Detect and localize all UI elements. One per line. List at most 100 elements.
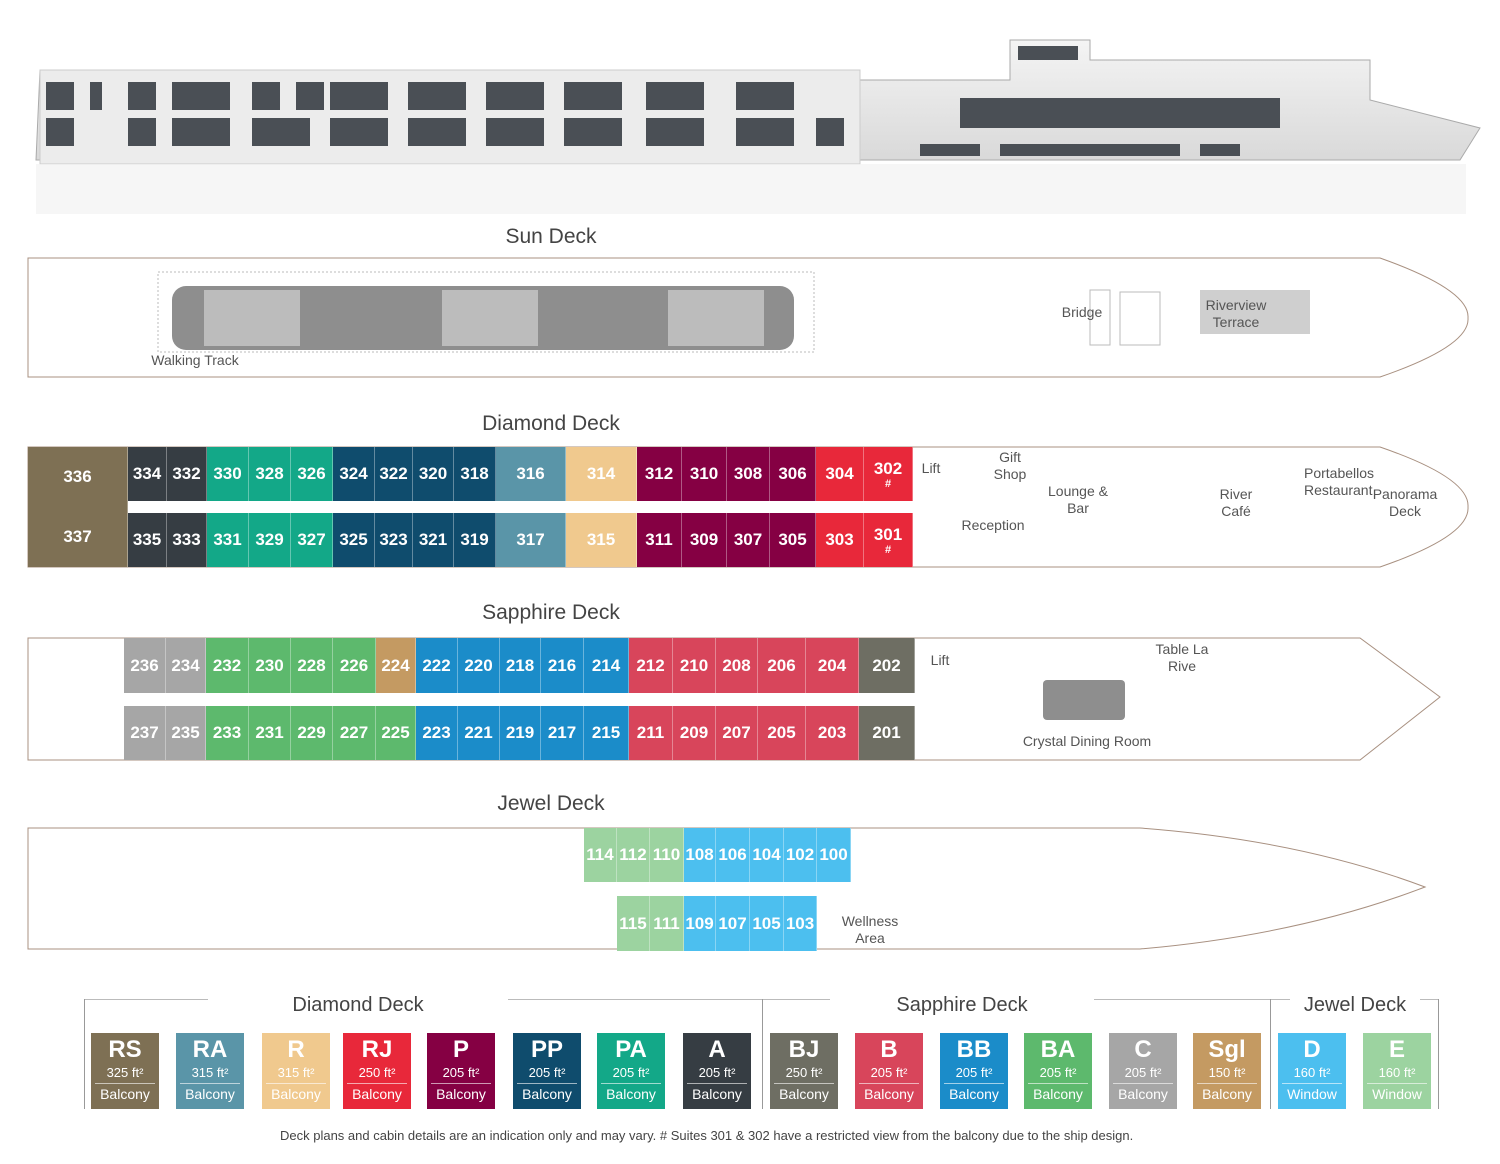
cabin-203[interactable]: 203 (806, 706, 859, 760)
cabin-235[interactable]: 235 (166, 706, 206, 760)
cabin-227[interactable]: 227 (333, 706, 376, 760)
cabin-231[interactable]: 231 (249, 706, 291, 760)
cabin-204[interactable]: 204 (806, 638, 859, 693)
cabin-305[interactable]: 305 (770, 513, 816, 567)
cabin-214[interactable]: 214 (584, 638, 629, 693)
cabin-309[interactable]: 309 (682, 513, 727, 567)
cabin-236[interactable]: 236 (124, 638, 166, 693)
cabin-304[interactable]: 304 (816, 447, 864, 501)
cabin-221[interactable]: 221 (458, 706, 500, 760)
cabin-112[interactable]: 112 (617, 828, 650, 882)
legend-size: 315 ft² (277, 1065, 315, 1080)
cabin-102[interactable]: 102 (784, 828, 817, 882)
legend-size: 205 ft² (870, 1065, 908, 1080)
cabin-202[interactable]: 202 (859, 638, 915, 693)
cabin-number: 106 (718, 845, 747, 864)
cabin-303[interactable]: 303 (816, 513, 864, 567)
cabin-106[interactable]: 106 (716, 828, 750, 882)
cabin-229[interactable]: 229 (291, 706, 333, 760)
cabin-226[interactable]: 226 (333, 638, 376, 693)
cabin-216[interactable]: 216 (541, 638, 584, 693)
cabin-219[interactable]: 219 (500, 706, 541, 760)
cabin-308[interactable]: 308 (727, 447, 770, 501)
cabin-330[interactable]: 330 (207, 447, 249, 501)
cabin-223[interactable]: 223 (416, 706, 458, 760)
cabin-331[interactable]: 331 (207, 513, 249, 567)
cabin-324[interactable]: 324 (333, 447, 375, 501)
legend-code: PA (615, 1036, 647, 1063)
cabin-315[interactable]: 315 (566, 513, 637, 567)
cabin-301[interactable]: 301# (864, 513, 913, 567)
cabin-307[interactable]: 307 (727, 513, 770, 567)
cabin-234[interactable]: 234 (166, 638, 206, 693)
cabin-314[interactable]: 314 (566, 447, 637, 501)
cabin-109[interactable]: 109 (684, 896, 716, 951)
cabin-111[interactable]: 111 (650, 896, 684, 951)
cabin-217[interactable]: 217 (541, 706, 584, 760)
cabin-114[interactable]: 114 (584, 828, 617, 882)
panorama-deck-label: Panorama Deck (1372, 486, 1438, 519)
cabin-312[interactable]: 312 (637, 447, 682, 501)
cabin-104[interactable]: 104 (750, 828, 784, 882)
cabin-100[interactable]: 100 (817, 828, 851, 882)
cabin-108[interactable]: 108 (684, 828, 716, 882)
cabin-232[interactable]: 232 (206, 638, 249, 693)
cabin-103[interactable]: 103 (784, 896, 817, 951)
cabin-206[interactable]: 206 (758, 638, 806, 693)
cabin-323[interactable]: 323 (375, 513, 413, 567)
cabin-326[interactable]: 326 (291, 447, 333, 501)
walking-track-label: Walking Track (151, 352, 239, 368)
legend-type: Window (1367, 1083, 1427, 1103)
cabin-334[interactable]: 334 (128, 447, 167, 501)
cabin-201[interactable]: 201 (859, 706, 915, 760)
cabin-208[interactable]: 208 (716, 638, 758, 693)
cabin-107[interactable]: 107 (716, 896, 750, 951)
cabin-212[interactable]: 212 (629, 638, 673, 693)
cabin-number: 232 (212, 655, 242, 675)
lounge-bar-label: Lounge & Bar (1048, 483, 1108, 516)
cabin-number: 219 (505, 723, 535, 742)
cabin-310[interactable]: 310 (682, 447, 727, 501)
cabin-210[interactable]: 210 (673, 638, 716, 693)
cabin-233[interactable]: 233 (206, 706, 249, 760)
cabin-302[interactable]: 302# (864, 447, 913, 501)
cabin-225[interactable]: 225 (376, 706, 416, 760)
cabin-105[interactable]: 105 (750, 896, 784, 951)
cabin-209[interactable]: 209 (673, 706, 716, 760)
cabin-332[interactable]: 332 (167, 447, 207, 501)
cabin-318[interactable]: 318 (454, 447, 496, 501)
cabin-207[interactable]: 207 (716, 706, 758, 760)
cabin-321[interactable]: 321 (413, 513, 454, 567)
cabin-329[interactable]: 329 (249, 513, 291, 567)
cabin-320[interactable]: 320 (413, 447, 454, 501)
cabin-205[interactable]: 205 (758, 706, 806, 760)
cabin-317[interactable]: 317 (496, 513, 566, 567)
cabin-335[interactable]: 335 (128, 513, 167, 567)
cabin-319[interactable]: 319 (454, 513, 496, 567)
cabin-222[interactable]: 222 (416, 638, 458, 693)
cabin-337[interactable]: 337 (28, 507, 128, 567)
cabin-number: 308 (733, 464, 763, 483)
cabin-306[interactable]: 306 (770, 447, 816, 501)
cabin-237[interactable]: 237 (124, 706, 166, 760)
cabin-333[interactable]: 333 (167, 513, 207, 567)
cabin-230[interactable]: 230 (249, 638, 291, 693)
cabin-220[interactable]: 220 (458, 638, 500, 693)
cabin-336[interactable]: 336 (28, 447, 128, 507)
cabin-211[interactable]: 211 (629, 706, 673, 760)
cabin-328[interactable]: 328 (249, 447, 291, 501)
cabin-228[interactable]: 228 (291, 638, 333, 693)
cabin-218[interactable]: 218 (500, 638, 541, 693)
cabin-322[interactable]: 322 (375, 447, 413, 501)
cabin-115[interactable]: 115 (617, 896, 650, 951)
cabin-number: 312 (644, 464, 674, 483)
cabin-327[interactable]: 327 (291, 513, 333, 567)
cabin-110[interactable]: 110 (650, 828, 684, 882)
cabin-325[interactable]: 325 (333, 513, 375, 567)
cabin-215[interactable]: 215 (584, 706, 629, 760)
cabin-number: 211 (636, 723, 665, 742)
legend-type: Balcony (517, 1083, 577, 1103)
cabin-316[interactable]: 316 (496, 447, 566, 501)
cabin-224[interactable]: 224 (376, 638, 416, 693)
cabin-311[interactable]: 311 (637, 513, 682, 567)
